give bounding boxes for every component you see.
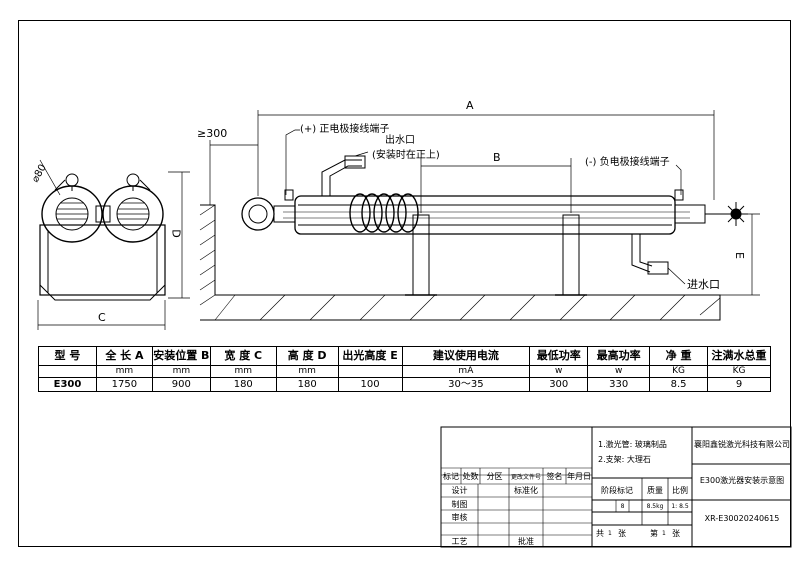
header-min-power: 最低功率	[529, 346, 589, 366]
water-out-note: (安装时在正上)	[372, 150, 440, 161]
sheet-total-label: 共	[596, 529, 604, 538]
neg-terminal-label: (-) 负电极接线端子	[585, 157, 670, 168]
sheet-num-label: 第	[650, 529, 658, 538]
rev-header: 更改文件号	[510, 474, 541, 481]
side-view	[199, 110, 760, 321]
value-cell: 900	[151, 377, 211, 392]
value-cell: 100	[337, 377, 403, 392]
drawing-number: XR-E30020240615	[704, 514, 780, 523]
dim-a-label: A	[466, 99, 474, 112]
unit-cell: w	[529, 365, 589, 378]
header-length: 全 长 A	[95, 346, 153, 366]
unit-cell: w	[587, 365, 651, 378]
dim-e-label: E	[732, 252, 746, 259]
value-cell: 180	[275, 377, 339, 392]
value-cell: E300	[38, 377, 97, 392]
header-mount: 安装位置 B	[151, 346, 211, 366]
rev-header: 分区	[486, 472, 503, 481]
value-cell: 300	[529, 377, 589, 392]
unit-cell: KG	[649, 365, 709, 378]
sheet-unit: 张	[672, 529, 680, 538]
side-label-drafting: 制图	[451, 500, 468, 509]
value-cell: 180	[209, 377, 277, 392]
dim-d-label: D	[169, 229, 183, 238]
title-block-grid	[440, 426, 792, 548]
std-label: 标准化	[514, 486, 538, 495]
drawing-name: E300激光器安装示意图	[699, 476, 785, 485]
end-view	[37, 159, 190, 330]
unit-cell	[38, 365, 97, 378]
company-name: 襄阳鑫锐激光科技有限公司	[694, 440, 790, 449]
header-current: 建议使用电流	[401, 346, 531, 366]
mass-value: 8.5kg	[646, 503, 664, 510]
dim-c-label: C	[98, 311, 106, 324]
value-cell: 8.5	[649, 377, 709, 392]
side-label-review: 审核	[451, 513, 468, 522]
scale-header: 比例	[672, 486, 688, 495]
water-out-label: 出水口	[385, 135, 415, 146]
scale-value: 1: 8.5	[671, 503, 689, 510]
header-max-power: 最高功率	[587, 346, 651, 366]
unit-cell: mm	[209, 365, 277, 378]
note-tube: 1.激光管: 玻璃制品	[598, 440, 667, 449]
spec-table: 型 号 全 长 A 安装位置 B 宽 度 C 高 度 D 出光高度 E 建议使用…	[38, 346, 771, 392]
rev-header: 标记	[443, 472, 459, 481]
mass-header: 质量	[647, 486, 663, 495]
pos-terminal-label: (+) 正电极接线端子	[300, 124, 390, 135]
unit-cell: mA	[401, 365, 531, 378]
header-width: 宽 度 C	[209, 346, 277, 366]
sheet-num: 1	[662, 530, 666, 537]
rev-header: 签名	[546, 472, 563, 481]
rev-header: 处数	[462, 472, 479, 481]
water-in-label: 进水口	[687, 278, 720, 291]
value-cell: 1750	[95, 377, 153, 392]
dim-b-label: B	[493, 151, 501, 164]
unit-cell: mm	[275, 365, 339, 378]
rev-header: 年月日	[567, 472, 591, 481]
unit-cell: mm	[151, 365, 211, 378]
value-cell: 330	[587, 377, 651, 392]
clearance-label: ≥300	[197, 127, 228, 140]
unit-cell: mm	[95, 365, 153, 378]
header-full-weight: 注满水总重	[707, 346, 771, 366]
note-stand: 2.支架: 大理石	[598, 455, 651, 464]
sheet-unit: 张	[618, 529, 626, 538]
header-height: 高 度 D	[275, 346, 339, 366]
side-label-design: 设计	[451, 486, 468, 495]
side-label-process: 工艺	[451, 537, 468, 546]
approve-label: 批准	[518, 537, 534, 546]
value-cell: 9	[707, 377, 771, 392]
drawing-frame	[18, 20, 791, 547]
header-net-weight: 净 重	[649, 346, 709, 366]
unit-cell	[337, 365, 403, 378]
value-cell: 30～35	[401, 377, 531, 392]
unit-cell: KG	[707, 365, 771, 378]
stage-value: 8	[620, 503, 625, 510]
header-model: 型 号	[38, 346, 97, 366]
stage-header: 阶段标记	[601, 486, 633, 495]
sheet-total: 1	[608, 530, 612, 537]
header-beam-height: 出光高度 E	[337, 346, 403, 366]
